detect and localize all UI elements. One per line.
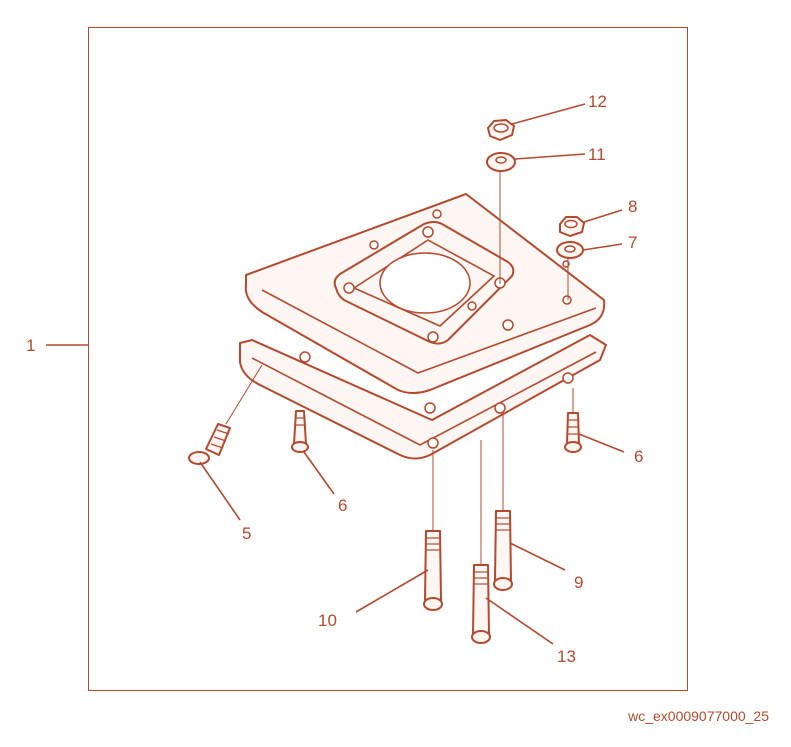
callout-5: 5: [242, 524, 252, 543]
callout-9: 9: [574, 573, 584, 592]
callout-10: 10: [318, 611, 337, 630]
nut-8: [559, 216, 585, 237]
washer-7: [556, 241, 584, 259]
callout-6-left: 6: [338, 496, 348, 515]
bottom-plate: [239, 334, 607, 460]
nut-12: [487, 119, 515, 141]
callout-11: 11: [588, 145, 606, 164]
bolt-10: [423, 450, 443, 611]
callout-12: 12: [588, 92, 607, 111]
bolt-9: [493, 413, 513, 591]
washer-11: [486, 152, 516, 172]
callout-13: 13: [557, 647, 576, 666]
screw-6-left: [291, 410, 309, 453]
callout-1: 1: [26, 336, 36, 355]
top-plate: [244, 193, 606, 394]
callout-7: 7: [628, 233, 638, 252]
leader-lines: [199, 103, 625, 645]
callout-6-right: 6: [634, 447, 644, 466]
diagram-frame: [88, 27, 688, 691]
screw-5: [188, 364, 263, 465]
callout-8: 8: [628, 197, 638, 216]
bolt-13: [471, 440, 491, 644]
screw-6-right: [564, 388, 582, 453]
drawing-reference-code: wc_ex0009077000_25: [628, 708, 769, 724]
